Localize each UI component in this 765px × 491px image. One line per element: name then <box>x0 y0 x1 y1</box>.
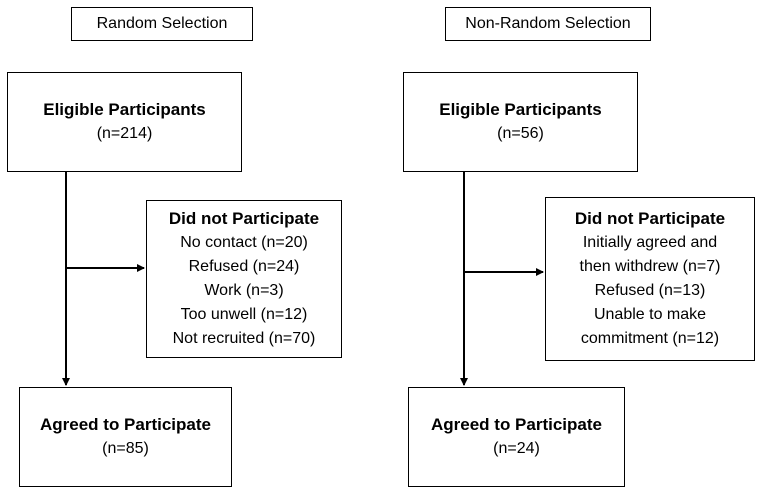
right-agreed-title: Agreed to Participate <box>431 415 602 434</box>
non-random-selection-header: Non-Random Selection <box>445 7 651 41</box>
left-excluded-title: Did not Participate <box>168 209 320 228</box>
right-excluded-line: Refused (n=13) <box>594 282 706 299</box>
left-excluded-line: Work (n=3) <box>204 282 284 299</box>
random-selection-header: Random Selection <box>71 7 253 41</box>
right-excluded-line: commitment (n=12) <box>580 330 720 347</box>
right-agreed-box: Agreed to Participate (n=24) <box>408 387 625 487</box>
non-random-selection-label: Non-Random Selection <box>465 15 631 32</box>
right-excluded-line: then withdrew (n=7) <box>579 258 721 275</box>
left-excluded-line: Refused (n=24) <box>188 258 300 275</box>
left-excluded-line: Not recruited (n=70) <box>172 330 316 347</box>
left-eligible-count: (n=214) <box>96 125 153 142</box>
right-eligible-count: (n=56) <box>497 125 544 142</box>
left-excluded-box: Did not Participate No contact (n=20) Re… <box>146 200 342 358</box>
left-excluded-line: No contact (n=20) <box>180 234 308 251</box>
right-eligible-box: Eligible Participants (n=56) <box>403 72 638 172</box>
left-excluded-line: Too unwell (n=12) <box>180 306 308 323</box>
left-agreed-box: Agreed to Participate (n=85) <box>19 387 232 487</box>
right-excluded-title: Did not Participate <box>574 209 726 228</box>
left-agreed-count: (n=85) <box>102 440 149 457</box>
right-excluded-line: Initially agreed and <box>582 234 718 251</box>
right-eligible-title: Eligible Participants <box>439 100 602 119</box>
left-eligible-box: Eligible Participants (n=214) <box>7 72 242 172</box>
left-eligible-title: Eligible Participants <box>43 100 206 119</box>
right-excluded-line: Unable to make <box>593 306 707 323</box>
left-agreed-title: Agreed to Participate <box>40 415 211 434</box>
right-agreed-count: (n=24) <box>493 440 540 457</box>
random-selection-label: Random Selection <box>96 15 228 32</box>
right-excluded-box: Did not Participate Initially agreed and… <box>545 197 755 361</box>
